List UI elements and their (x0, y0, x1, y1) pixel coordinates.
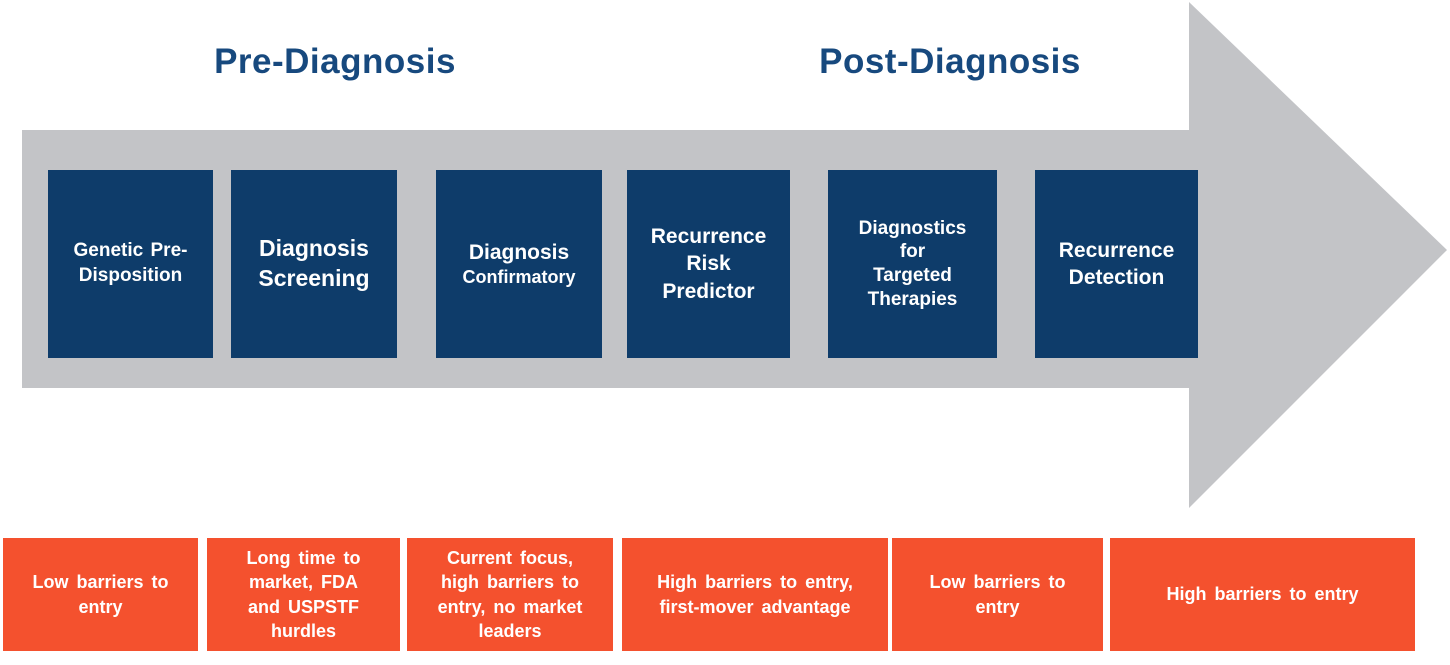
barrier-cell-first-mover-advantage: High barriers to entry, first-mover adva… (622, 538, 888, 651)
barrier-label-line: first-mover advantage (659, 596, 851, 617)
barrier-cell-low-barriers-1: Low barriers to entry (3, 538, 198, 651)
stage-label-line: for (899, 241, 926, 263)
barrier-label-line: entry (975, 596, 1020, 617)
stage-box-diagnosis-confirmatory: Diagnosis Confirmatory (436, 170, 602, 358)
barrier-cell-long-time-to-market: Long time to market, FDA and USPSTF hurd… (207, 538, 400, 651)
stage-label-line: Recurrence (1058, 238, 1175, 262)
stage-label-line: Genetic Pre- (73, 240, 188, 262)
stage-label-line: Screening (258, 265, 370, 291)
barrier-label-line: hurdles (270, 620, 336, 641)
barrier-label-line: High barriers to entry (1166, 584, 1359, 605)
stage-label-line: Confirmatory (462, 266, 576, 287)
stage-box-diagnostics-for-targeted-therapies: Diagnostics for Targeted Therapies (828, 170, 997, 358)
barrier-label-line: entry (78, 596, 123, 617)
stage-label-line: Targeted (873, 265, 952, 286)
stage-label-line: Predictor (662, 279, 755, 303)
barrier-cell-low-barriers-2: Low barriers to entry (892, 538, 1103, 651)
stage-label-line: Risk (686, 252, 731, 276)
stage-label-line: Diagnostics (858, 217, 967, 239)
stage-box-genetic-pre-disposition: Genetic Pre- Disposition (48, 170, 213, 358)
barrier-label-line: high barriers to (440, 572, 580, 593)
post-diagnosis-heading: Post-Diagnosis (819, 42, 1081, 81)
stage-box-diagnosis-screening: Diagnosis Screening (231, 170, 397, 358)
pre-diagnosis-heading: Pre-Diagnosis (214, 42, 456, 81)
stage-box-recurrence-detection: Recurrence Detection (1035, 170, 1198, 358)
barrier-label-line: Current focus, (446, 547, 573, 568)
process-arrow-head-icon (1189, 2, 1447, 508)
barrier-label-line: Long time to (246, 547, 361, 568)
barrier-label-line: and USPSTF (247, 596, 359, 617)
barrier-label-line: Low barriers to (32, 572, 169, 593)
stage-label-line: Detection (1068, 266, 1165, 289)
barrier-label-line: leaders (478, 620, 542, 641)
stage-label-line: Disposition (78, 265, 183, 286)
barrier-cell-current-focus: Current focus, high barriers to entry, n… (407, 538, 613, 651)
stage-label-line: Diagnosis (259, 235, 369, 262)
stage-label-line: Therapies (867, 288, 958, 310)
stage-label-line: Diagnosis (468, 240, 570, 264)
barrier-label-line: Low barriers to (929, 572, 1066, 593)
barrier-label-line: entry, no market (437, 596, 583, 617)
stage-box-recurrence-risk-predictor: Recurrence Risk Predictor (627, 170, 790, 358)
barrier-cell-high-barriers: High barriers to entry (1110, 538, 1415, 651)
barrier-label-line: market, FDA (248, 572, 359, 593)
stage-label-line: Recurrence (650, 225, 767, 249)
barrier-label-line: High barriers to entry, (657, 572, 853, 593)
